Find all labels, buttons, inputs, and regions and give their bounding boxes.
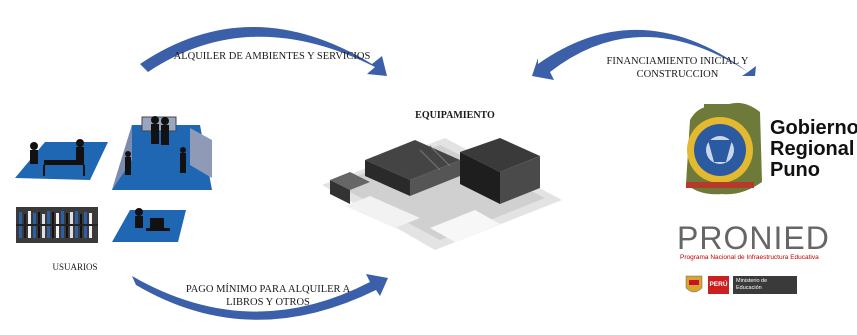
gobierno-regional-logo-text: Gobierno Regional Puno (770, 118, 857, 181)
pronied-subtitle: Programa Nacional de Infraestructura Edu… (680, 254, 819, 261)
peru-badge: PERÚ (708, 276, 729, 294)
arrow-financing-icon (532, 29, 756, 80)
flow-label-rental: ALQUILER DE AMBIENTES Y SERVICIOS (173, 51, 371, 62)
presentation-room-icon (112, 116, 212, 190)
arrow-payment-icon (132, 274, 388, 320)
arrow-rental-icon (140, 27, 387, 76)
office-meeting-icon (15, 139, 108, 180)
gobierno-line-2: Regional (770, 138, 855, 160)
flow-label-payment: PAGO MÍNIMO PARA ALQUILER A LIBROS Y OTR… (185, 284, 351, 308)
flow-label-financing: FINANCIAMIENTO INICIAL Y CONSTRUCCION (606, 56, 749, 80)
node-usuarios-label: USUARIOS (52, 262, 98, 272)
pronied-logo-text: PRONIED (677, 220, 830, 256)
gobierno-line-3: Puno (770, 159, 820, 181)
gobierno-line-1: Gobierno (770, 117, 857, 139)
computer-user-icon (112, 208, 186, 242)
node-equipamiento-label: EQUIPAMIENTO (415, 110, 495, 121)
ministerio-badge: Ministerio de Educación (733, 276, 797, 294)
library-bookshelf-icon (16, 207, 98, 243)
